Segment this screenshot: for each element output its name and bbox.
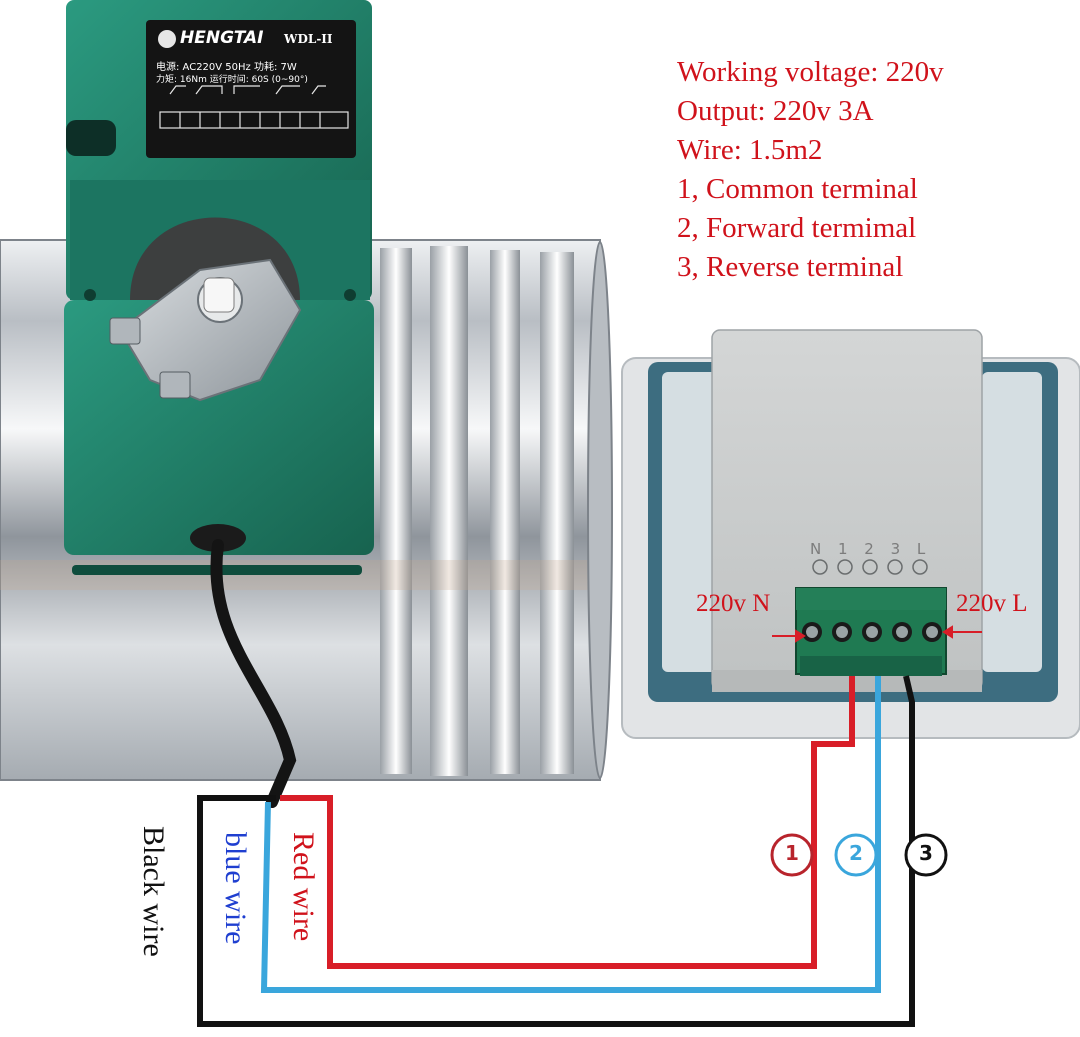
nameplate-diagram: [159, 85, 349, 129]
spec-output: Output: 220v 3A: [677, 95, 874, 127]
spec-forward-terminal: 2, Forward termimal: [677, 212, 917, 244]
nameplate-row-1: 电源: AC220V 50Hz 功耗: 7W: [156, 62, 297, 73]
callout-3: [904, 833, 948, 877]
label-red-wire: Red wire: [287, 832, 320, 942]
black-wire: [197, 675, 915, 1027]
brand-logo-icon: [158, 30, 176, 48]
nameplate-row-2: 力矩: 16Nm 运行时间: 60S (0~90°): [156, 75, 308, 85]
spec-reverse-terminal: 3, Reverse terminal: [677, 251, 904, 283]
red-wire: [280, 676, 855, 969]
label-220v-l: 220v L: [956, 590, 1028, 617]
wiring: [197, 675, 915, 1027]
blue-wire: [260, 676, 881, 993]
callout-1: [770, 833, 814, 877]
callout-circles: [770, 833, 948, 877]
switch-panel: [621, 329, 1080, 739]
nameplate-model: WDL-II: [284, 32, 333, 46]
callout-1-number: 1: [785, 841, 799, 865]
terminal-arrows: [772, 625, 982, 643]
spec-common-terminal: 1, Common terminal: [677, 173, 918, 205]
label-black-wire: Black wire: [137, 826, 170, 957]
callout-3-number: 3: [919, 841, 933, 865]
terminal-markings: N 1 2 3 L: [810, 540, 932, 558]
nameplate-brand: HENGTAI: [180, 28, 264, 48]
actuator-cable: [210, 539, 297, 808]
label-blue-wire: blue wire: [219, 832, 252, 945]
nameplate: [146, 20, 356, 158]
label-220v-n: 220v N: [696, 590, 771, 617]
terminal-block: [795, 559, 947, 676]
spec-wire: Wire: 1.5m2: [677, 134, 823, 166]
spec-working-voltage: Working voltage: 220v: [677, 56, 944, 88]
callout-2-number: 2: [849, 841, 863, 865]
callout-2: [834, 833, 878, 877]
